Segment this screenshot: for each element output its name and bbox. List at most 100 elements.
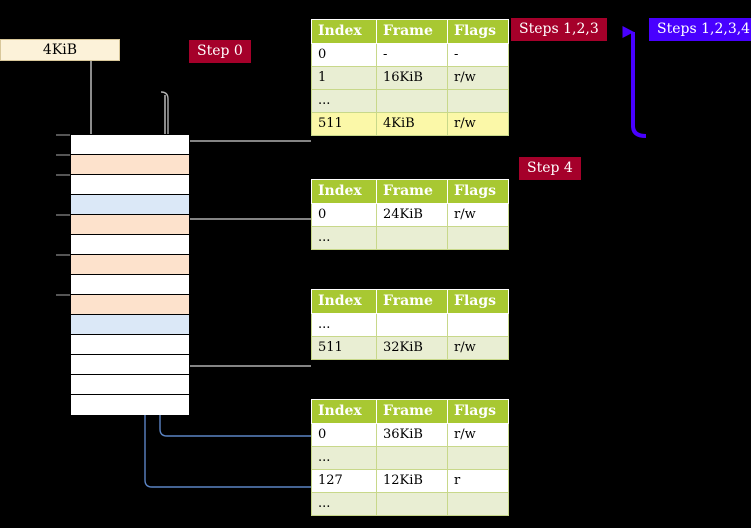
table-row: ... [311, 446, 509, 470]
cell-flags: r/w [447, 423, 509, 447]
cell-frame: 12KiB [376, 469, 448, 493]
cell-frame: 24KiB [376, 203, 448, 227]
cell-index: 1 [311, 66, 377, 90]
cell-index: ... [311, 89, 377, 113]
column-header-flags: Flags [447, 179, 509, 204]
cell-index: ... [311, 226, 377, 250]
cell-frame [376, 226, 448, 250]
memory-frame-row [71, 335, 189, 355]
column-header-frame: Frame [376, 399, 448, 424]
cell-flags: - [447, 43, 509, 67]
memory-frame-row [71, 375, 189, 395]
cell-index: ... [311, 313, 377, 337]
column-header-index: Index [311, 289, 377, 314]
cell-flags [447, 89, 509, 113]
cell-index: 511 [311, 336, 377, 360]
column-header-flags: Flags [447, 19, 509, 44]
column-header-index: Index [311, 19, 377, 44]
cell-flags [447, 492, 509, 516]
cell-flags: r/w [447, 203, 509, 227]
cell-index: 511 [311, 112, 377, 136]
column-header-flags: Flags [447, 289, 509, 314]
cell-flags [447, 446, 509, 470]
memory-frame-row [71, 195, 189, 215]
column-header-frame: Frame [376, 179, 448, 204]
column-header-frame: Frame [376, 19, 448, 44]
cell-frame [376, 313, 448, 337]
cell-flags: r/w [447, 66, 509, 90]
column-header-index: Index [311, 399, 377, 424]
table-row: ... [311, 313, 509, 337]
cell-frame: 32KiB [376, 336, 448, 360]
memory-scale-tick [56, 214, 70, 216]
table-header-row: Index Frame Flags [311, 289, 509, 314]
cell-index: 0 [311, 43, 377, 67]
memory-frame-row [71, 395, 189, 415]
table-header-row: Index Frame Flags [311, 179, 509, 204]
wire-pdpt-0-to-frame [181, 218, 311, 255]
physical-memory-column [70, 134, 190, 415]
wire-pd-511-to-frame [181, 330, 311, 367]
cell-frame [376, 492, 448, 516]
table-header-row: Index Frame Flags [311, 399, 509, 424]
cell-index: 0 [311, 423, 377, 447]
table-row: ... [311, 492, 509, 516]
cell-flags: r [447, 469, 509, 493]
cell-index: 0 [311, 203, 377, 227]
badge-step-0: Step 0 [189, 40, 251, 63]
memory-frame-row [71, 295, 189, 315]
memory-scale-tick [56, 174, 70, 176]
table-row: ... [311, 226, 509, 250]
badge-steps-1234: Steps 1,2,3,4 [649, 18, 751, 41]
cell-frame [376, 446, 448, 470]
memory-frame-row [71, 355, 189, 375]
frame-size-banner: 4KiB [0, 39, 120, 61]
memory-frame-row [71, 135, 189, 155]
badge-steps-123: Steps 1,2,3 [511, 18, 607, 41]
memory-scale-tick [56, 294, 70, 296]
cell-flags: r/w [447, 336, 509, 360]
column-header-flags: Flags [447, 399, 509, 424]
memory-frame-row [71, 155, 189, 175]
cell-index: ... [311, 446, 377, 470]
memory-scale-tick [56, 254, 70, 256]
memory-frame-row [71, 235, 189, 255]
cell-frame: 16KiB [376, 66, 448, 90]
memory-frame-row [71, 255, 189, 275]
memory-frame-row [71, 215, 189, 235]
memory-scale-tick [56, 134, 70, 136]
wire-steps1234-arrow [622, 26, 647, 138]
cell-index: ... [311, 492, 377, 516]
memory-frame-row [71, 275, 189, 295]
badge-step-4: Step 4 [519, 157, 581, 180]
cell-flags [447, 226, 509, 250]
memory-frame-row [71, 315, 189, 335]
cell-frame: 36KiB [376, 423, 448, 447]
cell-frame [376, 89, 448, 113]
cell-flags [447, 313, 509, 337]
cell-frame: - [376, 43, 448, 67]
cell-frame: 4KiB [376, 112, 448, 136]
table-row: ... [311, 89, 509, 113]
memory-frame-row [71, 175, 189, 195]
memory-scale-tick [56, 154, 70, 156]
column-header-frame: Frame [376, 289, 448, 314]
cell-flags: r/w [447, 112, 509, 136]
column-header-index: Index [311, 179, 377, 204]
table-header-row: Index Frame Flags [311, 19, 509, 44]
